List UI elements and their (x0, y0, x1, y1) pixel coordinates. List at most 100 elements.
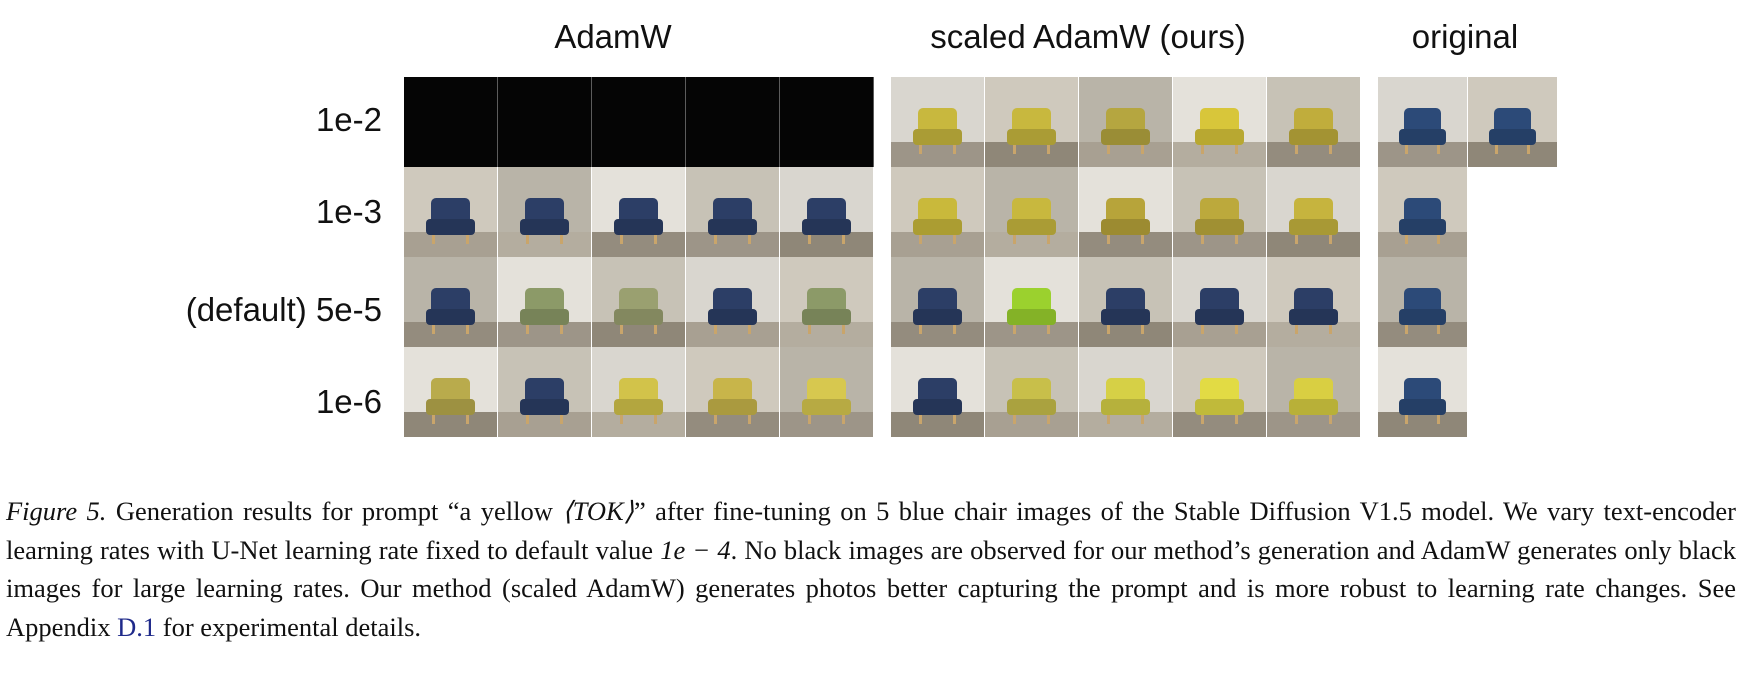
armchair-icon (1489, 107, 1536, 155)
caption-learning-rate: 1e − 4 (660, 534, 731, 565)
armchair-icon (1007, 197, 1056, 245)
chair-image (1079, 347, 1173, 437)
armchair-icon (426, 197, 475, 245)
empty-cell (1468, 257, 1558, 347)
chair-image (1267, 77, 1361, 167)
scaled-adamw-image-grid (891, 77, 1361, 437)
armchair-icon (1399, 107, 1446, 155)
black-generated-image (592, 77, 686, 167)
appendix-link[interactable]: D.1 (117, 611, 157, 642)
chair-image (1267, 347, 1361, 437)
chair-image (404, 347, 498, 437)
chair-image (1173, 257, 1267, 347)
chair-image (891, 167, 985, 257)
chair-image (1173, 77, 1267, 167)
chair-image (1378, 257, 1468, 347)
chair-image (780, 347, 874, 437)
chair-image (1267, 257, 1361, 347)
armchair-icon (1101, 377, 1150, 425)
chair-image (592, 347, 686, 437)
armchair-icon (1289, 377, 1338, 425)
chair-image (1378, 167, 1468, 257)
chair-image (498, 257, 592, 347)
caption-figure-label: Figure 5. (6, 496, 107, 526)
chair-image (1267, 167, 1361, 257)
armchair-icon (1399, 197, 1446, 245)
chair-image (1378, 347, 1468, 437)
armchair-icon (802, 287, 851, 335)
caption-token: ⟨TOK⟩ (562, 496, 634, 526)
chair-image (985, 77, 1079, 167)
armchair-icon (1195, 107, 1244, 155)
row-label-default-5e-5: (default) 5e-5 (185, 291, 382, 328)
chair-image (1079, 257, 1173, 347)
armchair-icon (708, 197, 757, 245)
armchair-icon (614, 377, 663, 425)
armchair-icon (426, 377, 475, 425)
scaled-adamw-header: scaled AdamW (ours) (930, 18, 1246, 55)
chair-image (686, 257, 780, 347)
row-label-1e-6: 1e-6 (315, 383, 382, 420)
armchair-icon (520, 197, 569, 245)
chair-image (592, 257, 686, 347)
armchair-icon (1289, 107, 1338, 155)
armchair-icon (708, 287, 757, 335)
armchair-icon (1289, 197, 1338, 245)
black-generated-image (686, 77, 780, 167)
chair-image (404, 257, 498, 347)
empty-cell (1468, 347, 1558, 437)
armchair-icon (1289, 287, 1338, 335)
chair-image (891, 257, 985, 347)
armchair-icon (1007, 287, 1056, 335)
armchair-icon (708, 377, 757, 425)
original-image-grid (1378, 77, 1558, 437)
caption-text-2: ” after fine-tuning on 5 blue chair imag… (6, 496, 1736, 565)
armchair-icon (913, 287, 962, 335)
armchair-icon (520, 377, 569, 425)
row-label-1e-3: 1e-3 (315, 193, 382, 230)
chair-image (404, 167, 498, 257)
armchair-icon (1007, 377, 1056, 425)
chair-image (780, 167, 874, 257)
armchair-icon (1101, 107, 1150, 155)
armchair-icon (1399, 377, 1446, 425)
caption-text-3: . No black images are observed for our m… (6, 534, 1736, 642)
black-generated-image (780, 77, 874, 167)
chair-image (985, 167, 1079, 257)
armchair-icon (520, 287, 569, 335)
armchair-icon (426, 287, 475, 335)
armchair-icon (1399, 287, 1446, 335)
chair-image (891, 347, 985, 437)
armchair-icon (913, 377, 962, 425)
armchair-icon (1101, 197, 1150, 245)
chair-image (1173, 347, 1267, 437)
chair-image (1378, 77, 1468, 167)
chair-image (1173, 167, 1267, 257)
armchair-icon (1195, 377, 1244, 425)
armchair-icon (802, 377, 851, 425)
armchair-icon (1195, 197, 1244, 245)
chair-image (592, 167, 686, 257)
chair-image (891, 77, 985, 167)
chair-image (1468, 77, 1558, 167)
chair-image (1079, 77, 1173, 167)
armchair-icon (802, 197, 851, 245)
black-generated-image (404, 77, 498, 167)
armchair-icon (1101, 287, 1150, 335)
armchair-icon (614, 287, 663, 335)
chair-image (686, 167, 780, 257)
row-label-1e-2: 1e-2 (315, 101, 382, 138)
chair-image (780, 257, 874, 347)
armchair-icon (1195, 287, 1244, 335)
caption-text-4: for experimental details. (156, 611, 422, 642)
figure-caption: Figure 5. Generation results for prompt … (6, 492, 1736, 646)
chair-image (498, 347, 592, 437)
adamw-header: AdamW (554, 18, 672, 55)
armchair-icon (1007, 107, 1056, 155)
black-generated-image (498, 77, 592, 167)
chair-image (985, 347, 1079, 437)
caption-text-1: Generation results for prompt “a yellow (106, 496, 563, 526)
adamw-image-grid (404, 77, 874, 437)
original-header: original (1411, 18, 1519, 55)
chair-image (985, 257, 1079, 347)
